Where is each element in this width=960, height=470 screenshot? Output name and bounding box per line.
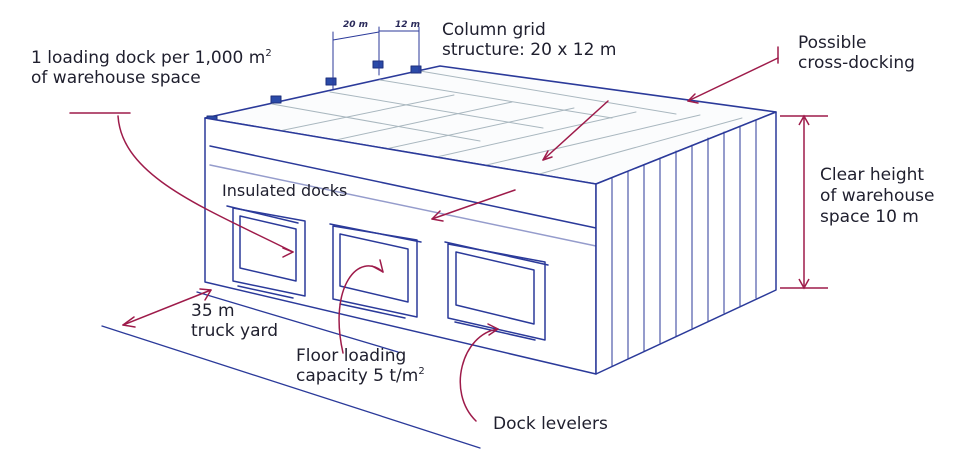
floor-loading-label-line2: capacity 5 t/m2 xyxy=(296,366,425,386)
clear-height-label-line2: of warehouse xyxy=(820,186,935,206)
ground-lines xyxy=(101,291,481,449)
clear-height-dimension xyxy=(780,114,828,290)
loading-dock-label-line1: 1 loading dock per 1,000 m2 xyxy=(31,48,272,68)
clear-height-label-line1: Clear height xyxy=(820,165,925,185)
loading-dock-text: 1 loading dock per 1,000 m xyxy=(31,48,266,68)
cross-docking-label-line2: cross-docking xyxy=(798,53,915,73)
annotation-arrows xyxy=(69,46,779,422)
column-grid-label-line2: structure: 20 x 12 m xyxy=(442,40,617,60)
dock-door-1 xyxy=(226,205,306,299)
side-facade xyxy=(595,111,777,375)
dock-levelers-label: Dock levelers xyxy=(493,414,608,434)
floor-loading-superscript: 2 xyxy=(418,366,425,377)
floor-loading-label-line1: Floor loading xyxy=(296,346,407,366)
side-cladding-lines xyxy=(611,119,757,367)
loading-dock-label-line2: of warehouse space xyxy=(31,68,201,88)
floor-loading-text: capacity 5 t/m xyxy=(296,366,419,386)
loading-dock-superscript: 2 xyxy=(265,48,272,59)
column-grid-dimensions xyxy=(332,26,420,91)
roof-column-grid xyxy=(254,70,743,179)
insulated-docks-label: Insulated docks xyxy=(222,181,348,200)
truck-yard-label-line1: 35 m xyxy=(191,301,235,321)
column-grid-label-line1: Column grid xyxy=(442,20,546,40)
truck-yard-label-line2: truck yard xyxy=(191,321,278,341)
dock-door-2 xyxy=(329,223,422,319)
cross-docking-label-line1: Possible xyxy=(798,33,867,53)
clear-height-label-line3: space 10 m xyxy=(820,207,919,227)
dimension-20m-label: 20 m xyxy=(343,20,369,30)
dimension-12m-label: 12 m xyxy=(395,20,421,30)
